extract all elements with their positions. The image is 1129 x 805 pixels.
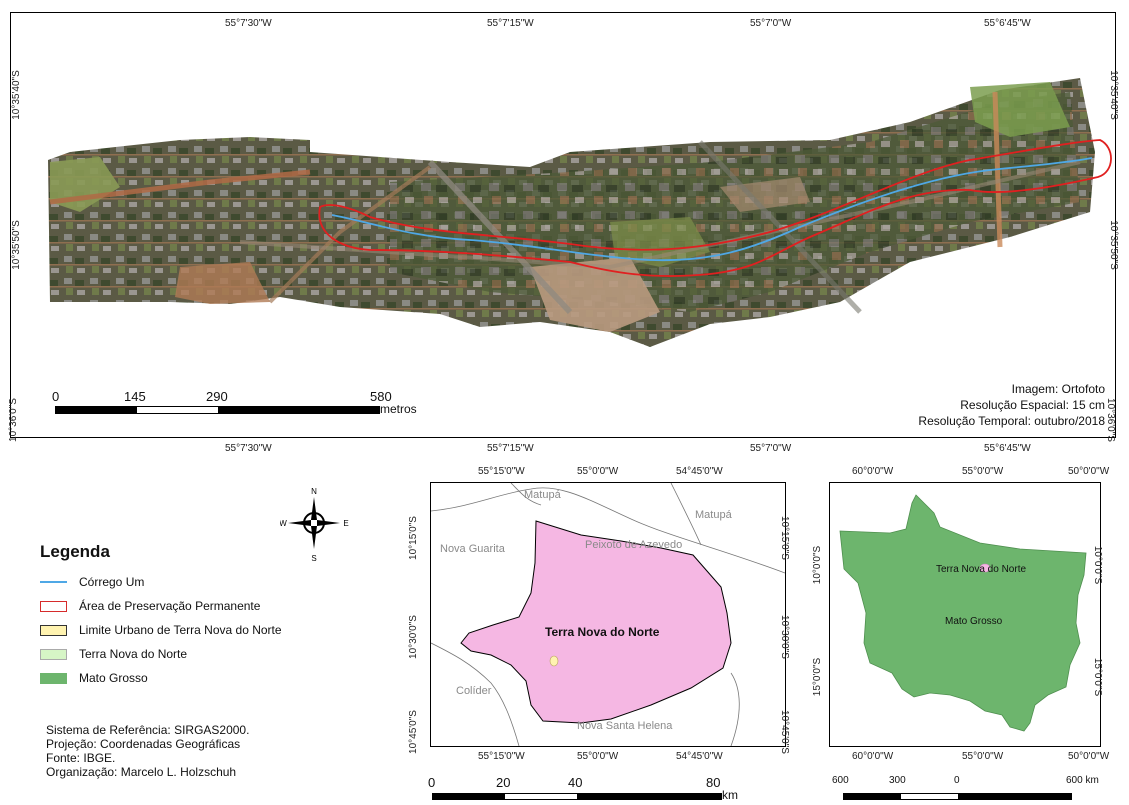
place-colider: Colíder xyxy=(456,685,492,697)
orthophoto-image xyxy=(48,78,1112,347)
state-map xyxy=(839,494,1087,732)
state-bottom-coord-3: 50°0'0"W xyxy=(1068,751,1110,762)
place-nova-guarita: Nova Guarita xyxy=(440,543,505,555)
muni-bottom-coord-1: 55°15'0"W xyxy=(478,751,525,762)
main-scale-tick-580: 580 xyxy=(370,389,392,404)
muni-bottom-coord-3: 54°45'0"W xyxy=(676,751,723,762)
place-peixoto-de-azevedo: Peixoto de Azevedo xyxy=(585,539,683,551)
state-scale-bar xyxy=(843,793,1072,800)
muni-left-coord-1: 10°15'0"S xyxy=(407,516,419,560)
main-bottom-coord-1: 55°7'30"W xyxy=(225,443,272,454)
municipality-main-label: Terra Nova do Norte xyxy=(545,625,660,639)
main-bottom-coord-2: 55°7'15"W xyxy=(487,443,534,454)
municipality-fill-icon xyxy=(40,648,67,660)
legend-title: Legenda xyxy=(40,542,110,561)
state-bottom-coord-1: 60°0'0"W xyxy=(852,751,894,762)
legend-item-municipality: Terra Nova do Norte xyxy=(40,646,187,662)
image-info-type: Imagem: Ortofoto xyxy=(1011,382,1105,396)
muni-top-coord-1: 55°15'0"W xyxy=(478,466,525,477)
main-top-coord-2: 55°7'15"W xyxy=(487,18,534,29)
legend: Legenda Córrego Um Área de Preservação P… xyxy=(40,542,380,702)
muni-left-coord-2: 10°30'0"S xyxy=(407,615,419,659)
legend-item-label: Terra Nova do Norte xyxy=(79,647,188,661)
image-info-spatial: Resolução Espacial: 15 cm xyxy=(960,398,1105,412)
legend-item-label: Córrego Um xyxy=(79,575,145,589)
metadata-projection: Projeção: Coordenadas Geográficas xyxy=(46,737,241,751)
urban-limit-fill-icon xyxy=(40,624,67,636)
map-metadata: Sistema de Referência: SIRGAS2000. Proje… xyxy=(46,723,376,779)
legend-item-label: Mato Grosso xyxy=(79,671,148,685)
state-top-coord-2: 55°0'0"W xyxy=(962,466,1004,477)
metadata-crs: Sistema de Referência: SIRGAS2000. xyxy=(46,723,250,737)
main-bottom-coord-4: 55°6'45"W xyxy=(984,443,1031,454)
state-left-coord-1: 10°0'0"S xyxy=(812,545,824,585)
muni-top-coord-3: 54°45'0"W xyxy=(676,466,723,477)
main-scale-bar xyxy=(55,406,380,414)
south-label: S xyxy=(311,554,316,563)
place-nova-santa-helena: Nova Santa Helena xyxy=(577,720,673,732)
west-label: W xyxy=(280,519,287,528)
state-scale-tick-600-left: 600 xyxy=(832,775,849,786)
legend-item-stream: Córrego Um xyxy=(40,574,144,590)
main-scale-tick-290: 290 xyxy=(206,389,228,404)
state-scale-tick-300: 300 xyxy=(889,775,906,786)
image-info-temporal: Resolução Temporal: outubro/2018 xyxy=(918,414,1105,428)
municipality-map xyxy=(431,483,785,746)
legend-item-app: Área de Preservação Permanente xyxy=(40,598,260,614)
legend-item-urban-limit: Limite Urbano de Terra Nova do Norte xyxy=(40,622,282,638)
north-arrow-icon: N S W E xyxy=(280,487,349,563)
state-bottom-coord-2: 55°0'0"W xyxy=(962,751,1004,762)
muni-top-coord-2: 55°0'0"W xyxy=(577,466,619,477)
main-top-coord-1: 55°7'30"W xyxy=(225,18,272,29)
metadata-author: Organização: Marcelo L. Holzschuh xyxy=(46,765,237,779)
muni-scale-tick-80: 80 xyxy=(706,775,721,790)
state-main-label: Mato Grosso xyxy=(945,616,1003,627)
muni-left-coord-3: 10°45'0"S xyxy=(407,710,419,754)
muni-scale-tick-20: 20 xyxy=(496,775,511,790)
main-top-coord-4: 55°6'45"W xyxy=(984,18,1031,29)
place-matupa-2: Matupá xyxy=(695,509,732,521)
main-scale-unit: metros xyxy=(380,402,417,416)
legend-item-label: Área de Preservação Permanente xyxy=(79,599,261,613)
legend-item-label: Limite Urbano de Terra Nova do Norte xyxy=(79,623,282,637)
app-box-icon xyxy=(40,600,67,612)
state-scale-tick-0: 0 xyxy=(954,775,960,786)
main-scale-tick-0: 0 xyxy=(52,389,60,404)
stream-line-icon xyxy=(40,581,67,583)
main-top-coord-3: 55°7'0"W xyxy=(750,18,792,29)
state-scale-tick-600-km: 600 km xyxy=(1066,775,1099,786)
state-top-coord-1: 60°0'0"W xyxy=(852,466,894,477)
legend-item-state: Mato Grosso xyxy=(40,670,148,686)
state-top-coord-3: 50°0'0"W xyxy=(1068,466,1110,477)
muni-scale-tick-40: 40 xyxy=(568,775,583,790)
north-label: N xyxy=(311,487,317,496)
state-place-label: Terra Nova do Norte xyxy=(936,564,1027,575)
state-fill-icon xyxy=(40,672,67,684)
muni-scale-tick-0: 0 xyxy=(428,775,436,790)
east-label: E xyxy=(343,519,348,528)
municipality-scale-bar xyxy=(432,793,722,800)
metadata-source: Fonte: IBGE. xyxy=(46,751,116,765)
state-left-coord-2: 15°0'0"S xyxy=(812,657,824,697)
main-scale-tick-145: 145 xyxy=(124,389,146,404)
muni-bottom-coord-2: 55°0'0"W xyxy=(577,751,619,762)
muni-scale-unit: km xyxy=(722,788,738,802)
image-info-block: Imagem: Ortofoto Resolução Espacial: 15 … xyxy=(820,382,1105,432)
place-matupa-1: Matupá xyxy=(524,489,561,501)
main-bottom-coord-3: 55°7'0"W xyxy=(750,443,792,454)
